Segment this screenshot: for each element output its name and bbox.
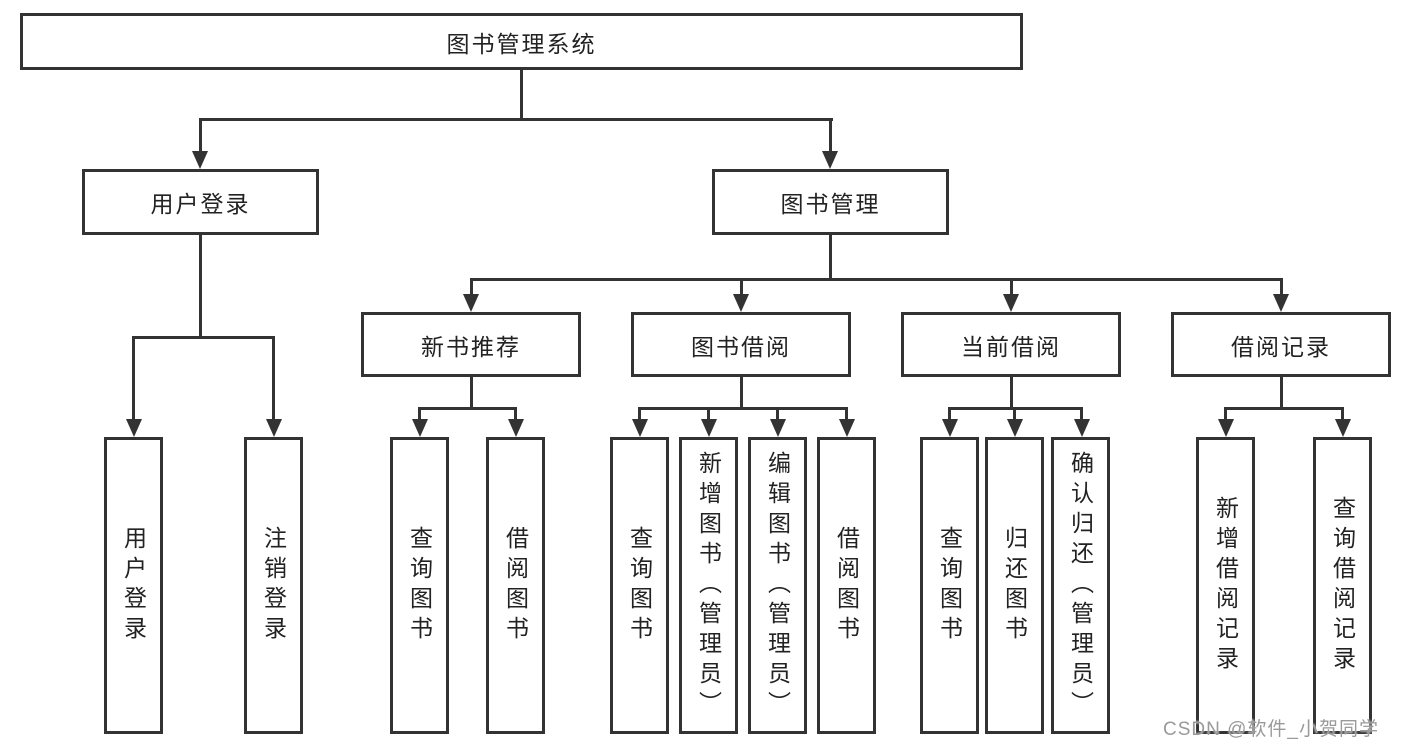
leaf-add-books-admin: 新增图书（管理员） [679,437,738,734]
node-label: 图书管理系统 [446,30,597,57]
connector-book-borrow-stem [739,279,743,296]
leaf-label: 注销登录 [260,525,287,646]
arrowhead-leaf [411,419,428,437]
node-label: 用户登录 [150,191,251,217]
connector-borrowing-branch [638,406,848,410]
leaf-confirm-return-admin: 确认归还（管理员） [1051,437,1110,734]
arrowhead-book-mgmt [822,151,838,169]
leaf-label: 归还图书 [1001,525,1028,646]
connector-mgmt-subtree-branch [469,277,1283,281]
arrowhead-leaf-logout [265,419,282,437]
node-new-book-recommend: 新书推荐 [361,312,581,377]
leaf-logout: 注销登录 [244,437,303,734]
connector-leaf-stem [638,408,641,420]
leaf-label: 确认归还（管理员） [1067,450,1094,721]
node-label: 新书推荐 [421,333,521,360]
arrowhead-leaf-user-login [125,419,142,437]
connector-leaf-stem [948,408,951,420]
connector-leaf-user-login-stem [132,337,135,420]
arrowhead-new-book [463,294,479,312]
arrowhead-book-borrow [733,294,749,312]
connector-root-branch [198,118,833,121]
node-borrowing-records: 借阅记录 [1171,312,1391,377]
connector-borrow-records-stem [1279,279,1283,296]
leaf-add-borrow-record: 新增借阅记录 [1196,437,1255,734]
connector-leaf-stem [418,408,421,420]
leaf-borrow-books-borrowing: 借阅图书 [817,437,876,734]
connector-recommend-branch [418,406,517,410]
leaf-edit-books-admin: 编辑图书（管理员） [748,437,807,734]
arrowhead-leaf [1217,419,1234,437]
node-label: 借阅记录 [1231,333,1331,360]
leaf-borrow-books-recommend: 借阅图书 [486,437,545,734]
connector-leaf-stem [1013,408,1016,420]
connector-mgmt-subtree-stem [828,235,832,281]
node-current-borrowing: 当前借阅 [901,312,1121,377]
connector-user-login-stem [198,118,202,153]
node-library-management-system: 图书管理系统 [20,13,1023,70]
connector-book-mgmt-stem [828,118,832,153]
connector-leaf-stem [707,408,710,420]
connector-user-subtree-stem [198,235,202,339]
arrowhead-current-borrow [1003,294,1019,312]
connector-records-stem [1279,377,1283,409]
node-book-borrowing: 图书借阅 [631,312,851,377]
arrowhead-leaf [507,419,524,437]
leaf-label: 查询图书 [626,525,653,646]
connector-root-stem [519,70,523,121]
arrowhead-user-login [192,151,208,169]
leaf-query-borrow-record: 查询借阅记录 [1313,437,1372,734]
leaf-query-books-recommend: 查询图书 [390,437,449,734]
leaf-label: 查询图书 [406,525,433,646]
arrowhead-leaf [631,419,648,437]
arrowhead-leaf [1073,419,1090,437]
connector-leaf-stem [1080,408,1083,420]
leaf-user-login: 用户登录 [104,437,163,734]
leaf-label: 编辑图书（管理员） [764,450,791,721]
connector-leaf-stem [845,408,848,420]
arrowhead-leaf [700,419,717,437]
connector-recommend-stem [469,377,473,409]
connector-borrowing-stem [739,377,743,409]
leaf-query-books-borrowing: 查询图书 [610,437,669,734]
leaf-label: 借阅图书 [833,525,860,646]
connector-new-book-stem [469,279,473,296]
arrowhead-borrow-records [1273,294,1289,312]
csdn-watermark: CSDN @软件_小贺同学 [1163,719,1379,740]
connector-user-subtree-branch [132,335,275,339]
node-label: 当前借阅 [961,333,1061,360]
node-user-login: 用户登录 [82,169,319,235]
connector-current-borrow-stem [1009,279,1013,296]
leaf-return-books: 归还图书 [985,437,1044,734]
leaf-label: 查询图书 [936,525,963,646]
leaf-label: 新增借阅记录 [1212,495,1239,676]
leaf-label: 用户登录 [120,525,147,646]
leaf-label: 借阅图书 [502,525,529,646]
connector-current-stem [1009,377,1013,409]
arrowhead-leaf [1334,419,1351,437]
connector-leaf-stem [1224,408,1227,420]
arrowhead-leaf [769,419,786,437]
connector-leaf-logout-stem [272,337,275,420]
connector-leaf-stem [1341,408,1344,420]
leaf-label: 新增图书（管理员） [695,450,722,721]
node-label: 图书管理 [780,191,881,217]
leaf-label: 查询借阅记录 [1329,495,1356,676]
arrowhead-leaf [941,419,958,437]
arrowhead-leaf [1006,419,1023,437]
node-label: 图书借阅 [691,333,791,360]
connector-records-branch [1224,406,1344,410]
connector-leaf-stem [776,408,779,420]
leaf-query-books-current: 查询图书 [920,437,979,734]
arrowhead-leaf [838,419,855,437]
node-book-management: 图书管理 [712,169,949,235]
connector-leaf-stem [514,408,517,420]
